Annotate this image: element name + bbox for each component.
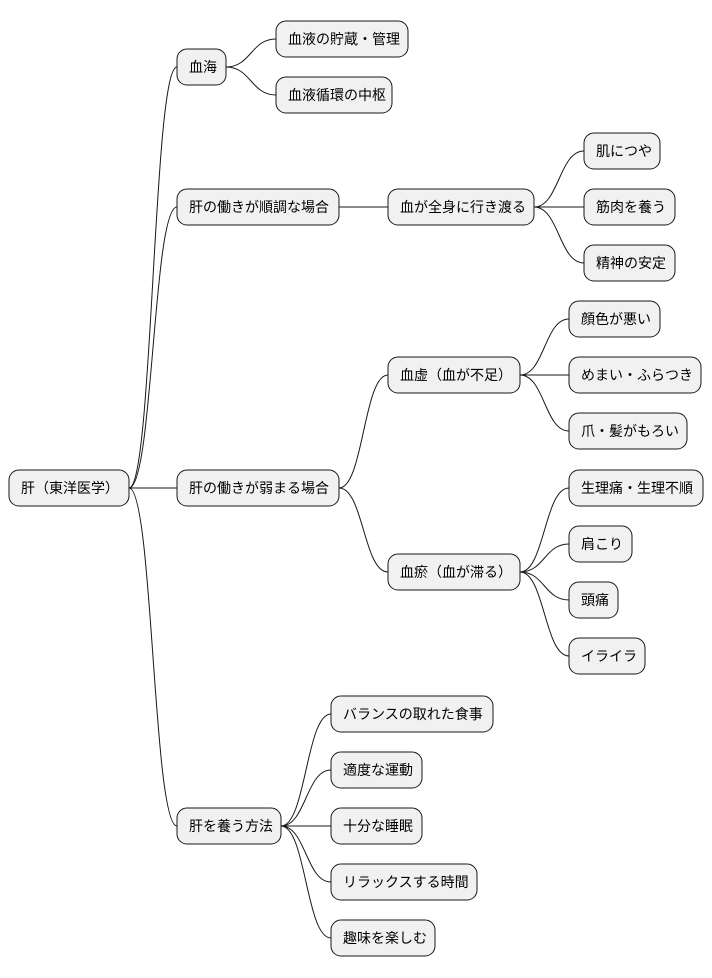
edges bbox=[128, 38, 585, 939]
node-box bbox=[568, 356, 702, 394]
connector-line bbox=[225, 66, 277, 96]
mindmap-node: めまい・ふらつき bbox=[568, 356, 702, 394]
mindmap-node: 肝を養う方法 bbox=[176, 807, 282, 845]
node-label: 肩こり bbox=[581, 537, 623, 553]
connector-line bbox=[280, 825, 332, 883]
mindmap-node: 血海 bbox=[176, 48, 227, 86]
node-box bbox=[330, 919, 436, 957]
connector-line bbox=[519, 318, 570, 376]
mindmap-node: 肝の働きが順調な場合 bbox=[176, 188, 340, 226]
mindmap-node: 血瘀（血が滞る） bbox=[387, 553, 521, 591]
node-label: 血海 bbox=[189, 60, 217, 76]
node-label: イライラ bbox=[581, 649, 637, 665]
node-box bbox=[568, 469, 704, 507]
mindmap-node: 肌につや bbox=[583, 132, 661, 170]
node-label: 肝（東洋医学） bbox=[21, 481, 119, 497]
connector-line bbox=[519, 571, 570, 657]
node-box bbox=[275, 76, 393, 114]
mindmap-node: 爪・髪がもろい bbox=[568, 412, 688, 450]
node-label: 生理痛・生理不順 bbox=[581, 480, 693, 497]
node-label: 十分な睡眠 bbox=[343, 819, 413, 835]
connector-line bbox=[128, 487, 178, 827]
node-label: 爪・髪がもろい bbox=[581, 424, 679, 440]
node-label: リラックスする時間 bbox=[343, 875, 469, 891]
node-box bbox=[330, 863, 478, 901]
node-label: 肝を養う方法 bbox=[189, 818, 273, 835]
connector-line bbox=[280, 825, 332, 939]
node-box bbox=[583, 244, 676, 282]
node-box bbox=[583, 132, 661, 170]
connector-line bbox=[128, 206, 178, 489]
node-label: 血液循環の中枢 bbox=[288, 88, 386, 104]
node-label: 肌につや bbox=[596, 144, 652, 160]
node-box bbox=[387, 188, 535, 226]
node-box bbox=[176, 48, 227, 86]
mindmap-node: 精神の安定 bbox=[583, 244, 676, 282]
node-box bbox=[568, 300, 661, 338]
mindmap-node: 血液循環の中枢 bbox=[275, 76, 393, 114]
connector-line bbox=[519, 487, 570, 573]
node-box bbox=[330, 751, 423, 789]
node-box bbox=[176, 469, 340, 507]
root-node: 肝（東洋医学） bbox=[8, 469, 130, 507]
node-box bbox=[176, 188, 340, 226]
node-label: 血が全身に行き渡る bbox=[400, 199, 526, 216]
mindmap-node: バランスの取れた食事 bbox=[330, 695, 494, 733]
connector-line bbox=[280, 713, 332, 827]
node-label: バランスの取れた食事 bbox=[343, 706, 483, 723]
connector-line bbox=[533, 206, 585, 264]
connector-line bbox=[338, 374, 389, 489]
node-label: 筋肉を養う bbox=[596, 199, 666, 216]
connector-line bbox=[519, 374, 570, 432]
node-box bbox=[568, 581, 619, 619]
connector-line bbox=[519, 543, 570, 573]
mindmap-node: 肝の働きが弱まる場合 bbox=[176, 469, 340, 507]
mindmap-node: 適度な運動 bbox=[330, 751, 423, 789]
mindmap-node: 血虚（血が不足） bbox=[387, 356, 521, 394]
mindmap-node: 趣味を楽しむ bbox=[330, 919, 436, 957]
mindmap-node: 頭痛 bbox=[568, 581, 619, 619]
node-label: 頭痛 bbox=[581, 592, 609, 609]
node-box bbox=[176, 807, 282, 845]
mindmap-node: 血が全身に行き渡る bbox=[387, 188, 535, 226]
mindmap-node: イライラ bbox=[568, 637, 646, 675]
node-box bbox=[275, 20, 409, 58]
node-box bbox=[568, 412, 688, 450]
node-box bbox=[330, 807, 423, 845]
node-box bbox=[568, 637, 646, 675]
mindmap-node: リラックスする時間 bbox=[330, 863, 478, 901]
connector-line bbox=[519, 571, 570, 601]
node-label: めまい・ふらつき bbox=[581, 368, 693, 384]
node-box bbox=[8, 469, 130, 507]
node-label: 顔色が悪い bbox=[581, 311, 651, 328]
mindmap-node: 顔色が悪い bbox=[568, 300, 661, 338]
mindmap-node: 血液の貯蔵・管理 bbox=[275, 20, 409, 58]
connector-line bbox=[225, 38, 277, 68]
node-label: 血虚（血が不足） bbox=[400, 368, 512, 384]
node-box bbox=[387, 356, 521, 394]
node-label: 適度な運動 bbox=[343, 762, 413, 779]
mindmap-node: 生理痛・生理不順 bbox=[568, 469, 704, 507]
node-label: 趣味を楽しむ bbox=[343, 931, 427, 947]
node-label: 精神の安定 bbox=[596, 256, 666, 272]
mindmap-node: 十分な睡眠 bbox=[330, 807, 423, 845]
node-box bbox=[568, 525, 633, 563]
node-label: 肝の働きが弱まる場合 bbox=[189, 481, 329, 497]
node-label: 血液の貯蔵・管理 bbox=[288, 32, 400, 48]
node-label: 血瘀（血が滞る） bbox=[400, 564, 512, 581]
mindmap-node: 肩こり bbox=[568, 525, 633, 563]
node-box bbox=[387, 553, 521, 591]
connector-line bbox=[280, 769, 332, 827]
connector-line bbox=[533, 150, 585, 208]
node-box bbox=[583, 188, 676, 226]
node-box bbox=[330, 695, 494, 733]
connector-line bbox=[338, 487, 389, 573]
connector-line bbox=[128, 66, 178, 489]
node-label: 肝の働きが順調な場合 bbox=[189, 200, 329, 216]
mindmap-node: 筋肉を養う bbox=[583, 188, 676, 226]
